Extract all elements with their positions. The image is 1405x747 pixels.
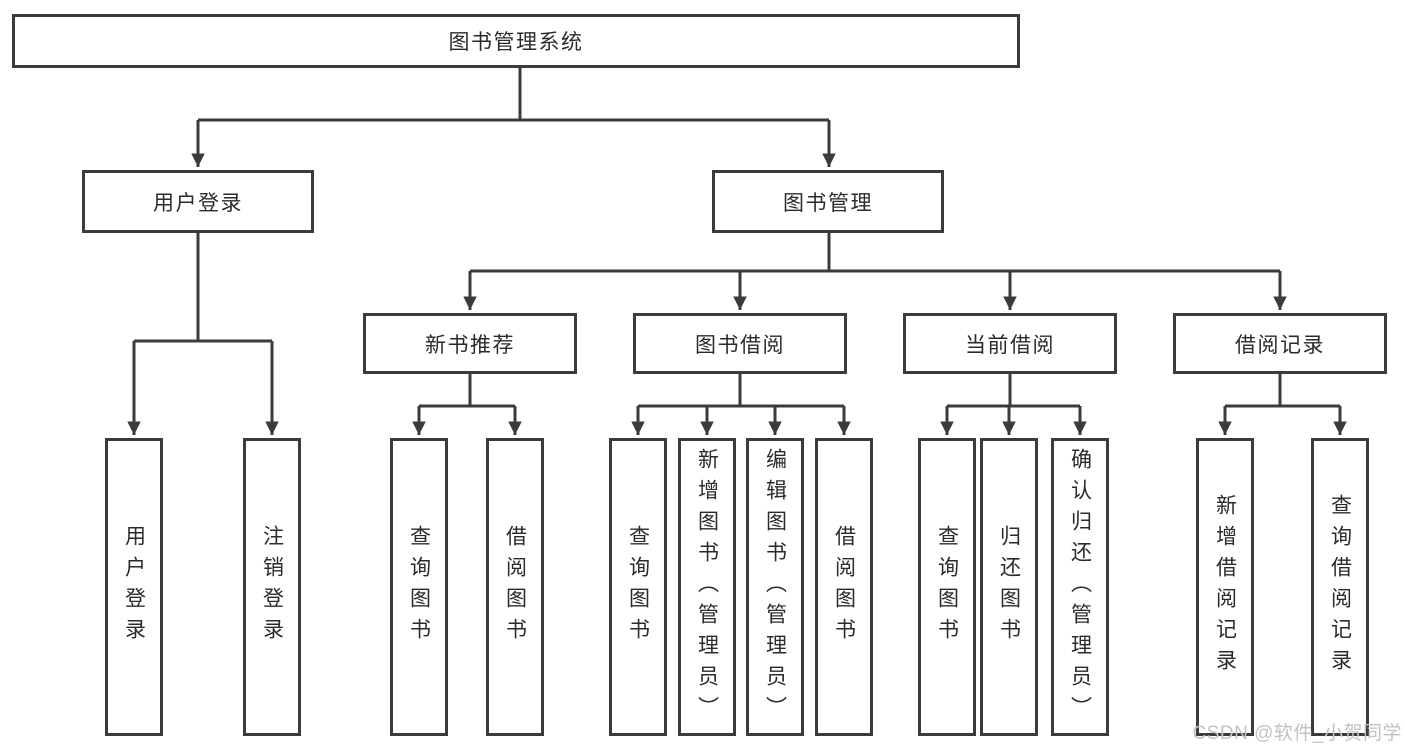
leaf-confirm-return-admin: 确认归还（管理员） <box>1051 438 1109 736</box>
leaf-borrow-books-recommend: 借阅图书 <box>486 438 544 736</box>
leaf-add-book-admin: 新增图书（管理员） <box>678 438 736 736</box>
connector-borrow-to-leaves <box>631 374 851 435</box>
connector-current-to-leaves <box>940 374 1087 435</box>
leaf-borrow-books-borrowing: 借阅图书 <box>815 438 873 736</box>
node-user-login: 用户登录 <box>82 170 314 233</box>
leaf-query-books-current: 查询图书 <box>918 438 976 736</box>
leaf-edit-book-admin-label: 编辑图书（管理员） <box>763 447 787 727</box>
node-new-book-recommend-label: 新书推荐 <box>425 333 515 357</box>
leaf-add-borrow-record-label: 新增借阅记录 <box>1213 494 1237 680</box>
node-user-login-label: 用户登录 <box>153 191 243 215</box>
node-borrowing-records: 借阅记录 <box>1173 313 1387 374</box>
leaf-edit-book-admin: 编辑图书（管理员） <box>746 438 804 736</box>
leaf-borrow-books-borrowing-label: 借阅图书 <box>832 525 856 649</box>
connector-rec-to-leaves <box>412 374 522 435</box>
node-library-system: 图书管理系统 <box>12 14 1020 68</box>
leaf-logout: 注销登录 <box>243 438 301 736</box>
leaf-query-borrow-record-label: 查询借阅记录 <box>1328 494 1352 680</box>
leaf-query-books-recommend-label: 查询图书 <box>407 525 431 649</box>
node-current-borrowing-label: 当前借阅 <box>965 333 1055 357</box>
leaf-add-book-admin-label: 新增图书（管理员） <box>695 447 719 727</box>
node-book-management-label: 图书管理 <box>783 191 873 215</box>
leaf-logout-label: 注销登录 <box>260 525 284 649</box>
node-current-borrowing: 当前借阅 <box>903 313 1117 374</box>
leaf-query-books-recommend: 查询图书 <box>390 438 448 736</box>
leaf-query-books-borrowing-label: 查询图书 <box>626 525 650 649</box>
leaf-return-book-label: 归还图书 <box>997 525 1021 649</box>
connector-login-to-leaves <box>127 233 279 435</box>
node-book-borrowing: 图书借阅 <box>633 313 847 374</box>
leaf-query-books-current-label: 查询图书 <box>935 525 959 649</box>
leaf-confirm-return-admin-label: 确认归还（管理员） <box>1068 447 1092 727</box>
connector-mgmt-to-level3 <box>463 233 1287 310</box>
node-book-borrowing-label: 图书借阅 <box>695 333 785 357</box>
node-new-book-recommend: 新书推荐 <box>363 313 577 374</box>
leaf-borrow-books-recommend-label: 借阅图书 <box>503 525 527 649</box>
csdn-watermark: CSDN @软件_小贺同学 <box>1192 723 1402 744</box>
leaf-query-borrow-record: 查询借阅记录 <box>1311 438 1369 736</box>
connector-root-to-level2 <box>191 68 836 167</box>
connector-records-to-leaves <box>1218 374 1347 435</box>
leaf-user-login-label: 用户登录 <box>122 525 146 649</box>
leaf-user-login: 用户登录 <box>105 438 163 736</box>
node-borrowing-records-label: 借阅记录 <box>1235 333 1325 357</box>
leaf-return-book: 归还图书 <box>980 438 1038 736</box>
leaf-query-books-borrowing: 查询图书 <box>609 438 667 736</box>
node-book-management: 图书管理 <box>712 170 944 233</box>
leaf-add-borrow-record: 新增借阅记录 <box>1196 438 1254 736</box>
node-library-system-label: 图书管理系统 <box>448 31 584 54</box>
